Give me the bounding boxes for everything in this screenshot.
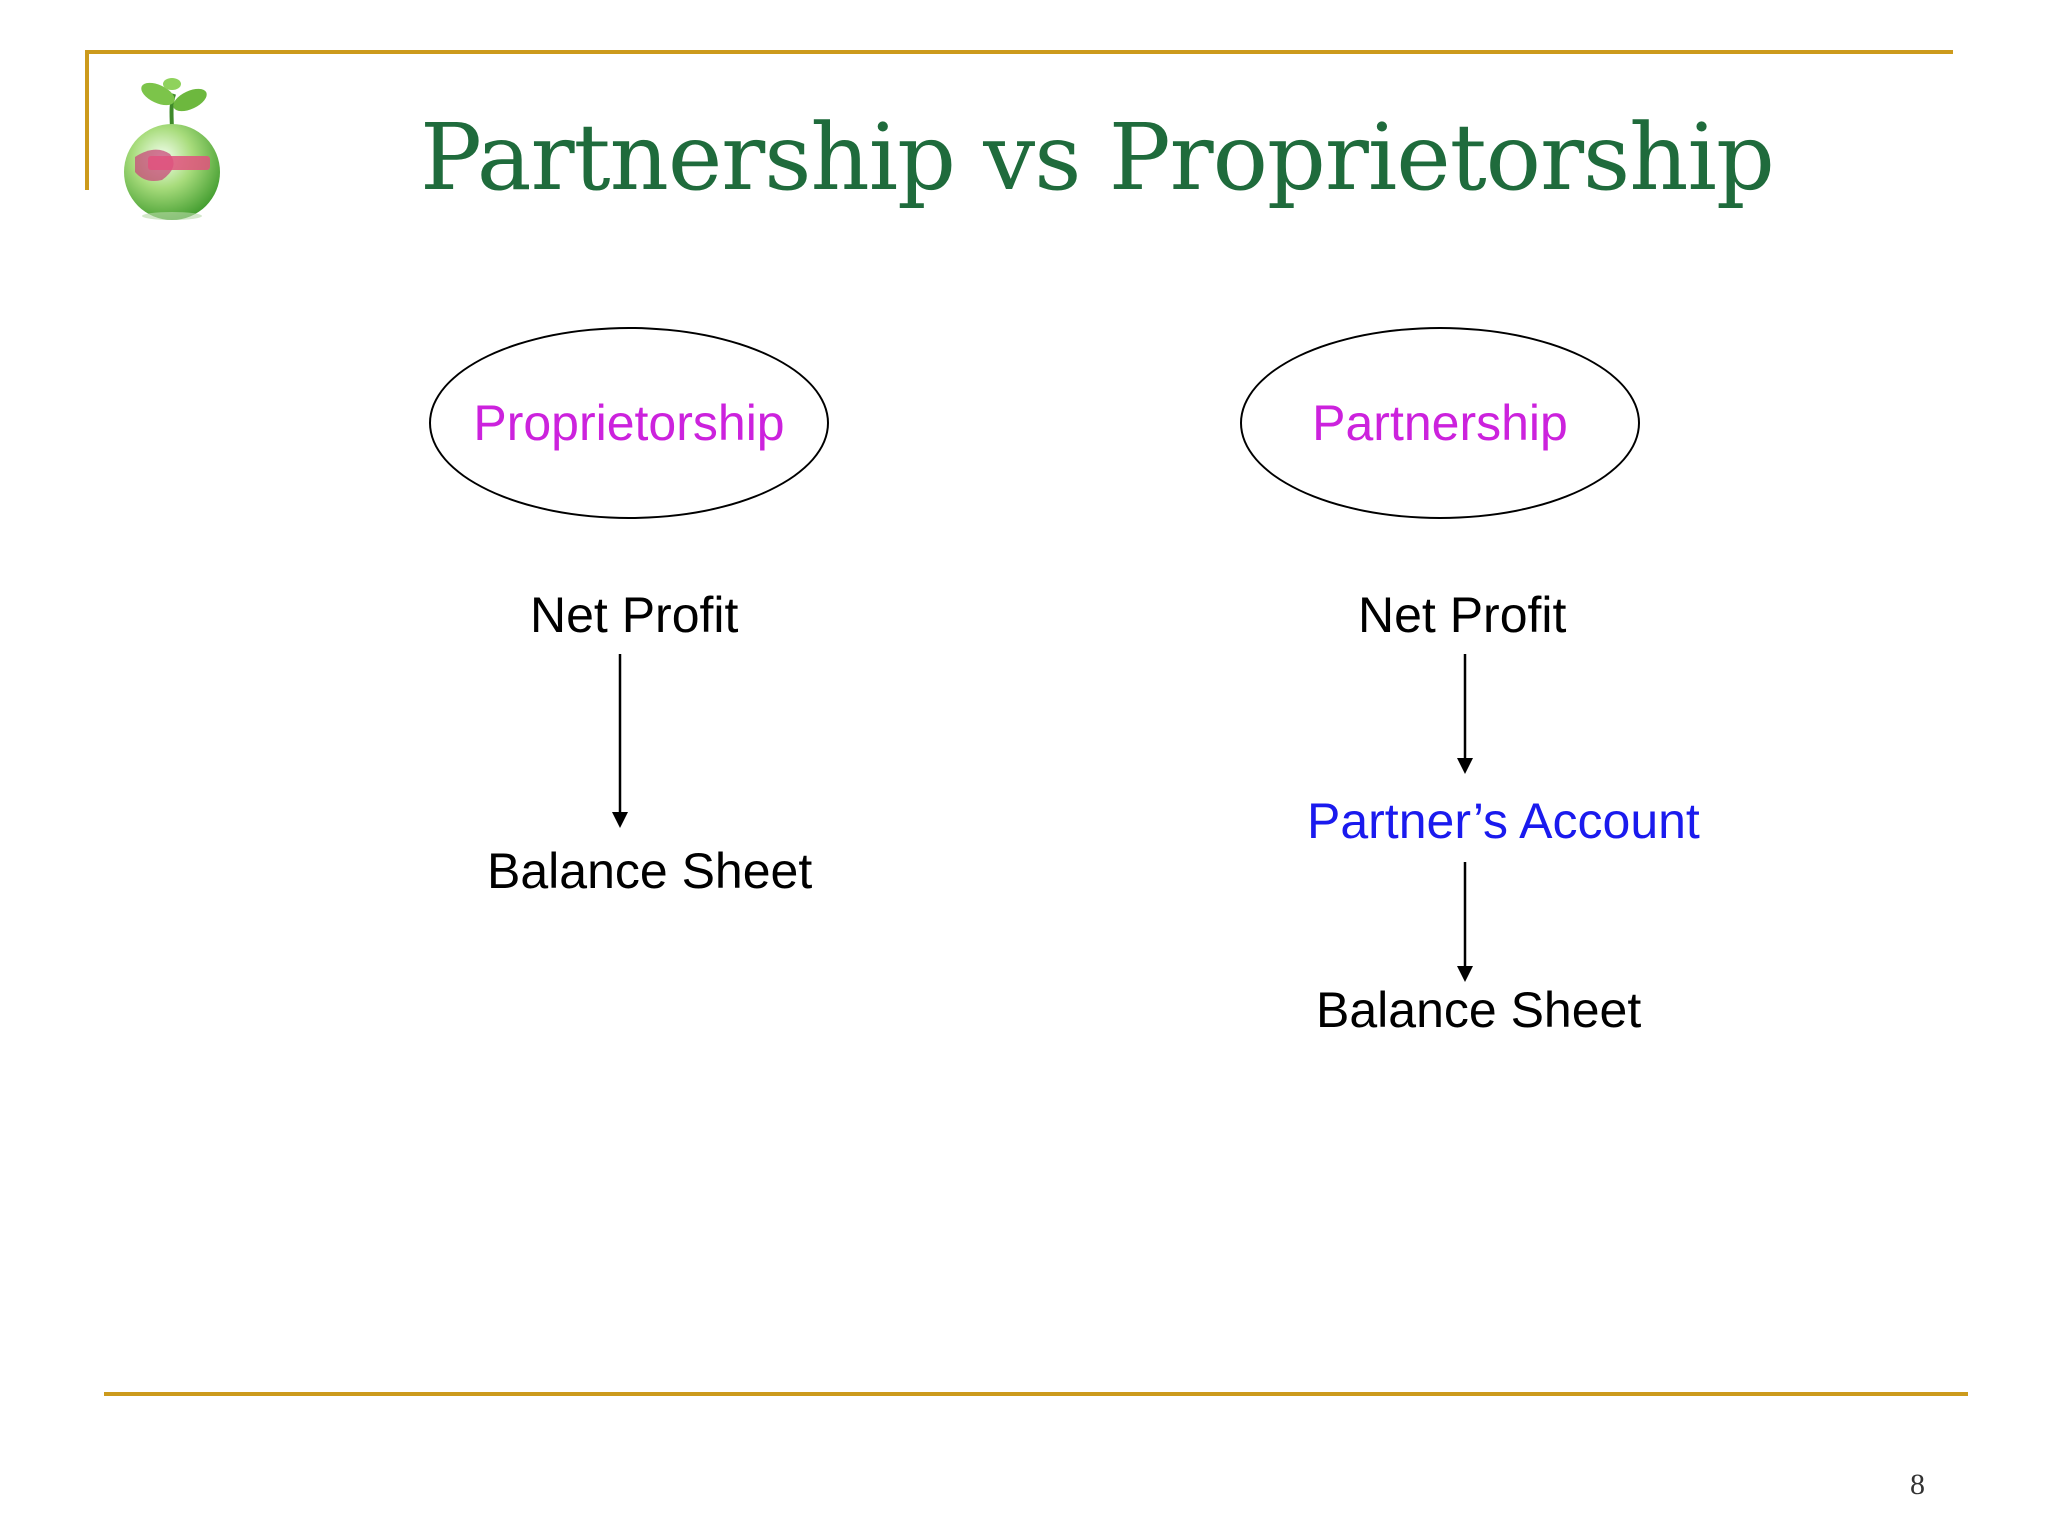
right-partners-account-label: Partner’s Account (1307, 793, 1700, 849)
proprietorship-oval-label: Proprietorship (473, 395, 785, 451)
proprietorship-oval: Proprietorship (429, 327, 829, 519)
right-net-profit-label: Net Profit (1358, 587, 1567, 643)
left-rule (85, 50, 89, 190)
partnership-oval-label: Partnership (1312, 395, 1568, 451)
top-rule (85, 50, 1953, 54)
left-down-arrow (612, 654, 628, 828)
bottom-rule (104, 1392, 1968, 1396)
right-balance-sheet-label: Balance Sheet (1316, 982, 1642, 1038)
left-net-profit-label: Net Profit (530, 587, 739, 643)
page-number: 8 (1910, 1468, 1925, 1501)
slide-title: Partnership vs Proprietorship (420, 104, 1775, 211)
left-balance-sheet-label: Balance Sheet (487, 843, 813, 899)
right-down-arrow-2 (1457, 862, 1473, 982)
right-down-arrow-1 (1457, 654, 1473, 774)
partnership-oval: Partnership (1240, 327, 1640, 519)
globe-seedling-logo (124, 78, 220, 220)
